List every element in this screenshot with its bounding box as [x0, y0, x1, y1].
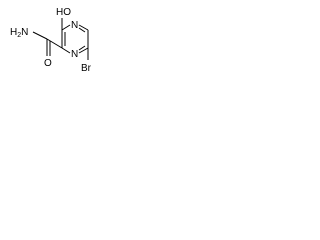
bond-c2-camide: [46, 38, 63, 49]
atom-label-layer: H2N HO O N N Br: [10, 7, 92, 74]
bond-layer: [32, 18, 89, 60]
atom-label-hydroxyl: HO: [56, 7, 71, 18]
atom-label-ring-nitrogen-bottom: N: [71, 49, 78, 60]
bond-c6-n1: [78, 47, 89, 54]
bond-n1-c2: [61, 47, 71, 54]
atom-label-carbonyl-oxygen: O: [44, 58, 52, 69]
bond-c6-n1-inner: [78, 45, 86, 51]
bond-n4-c5-inner: [78, 27, 86, 33]
atom-label-amide-nitrogen: H2N: [10, 27, 28, 39]
bond-camide-nh2: [32, 31, 48, 40]
bond-n4-c5: [78, 24, 89, 31]
bond-c3-n4: [61, 24, 71, 31]
atom-label-ring-nitrogen-top: N: [71, 20, 78, 31]
molecule-structure: H2N HO O N N Br: [10, 7, 92, 74]
atom-label-bromine: Br: [81, 63, 92, 74]
